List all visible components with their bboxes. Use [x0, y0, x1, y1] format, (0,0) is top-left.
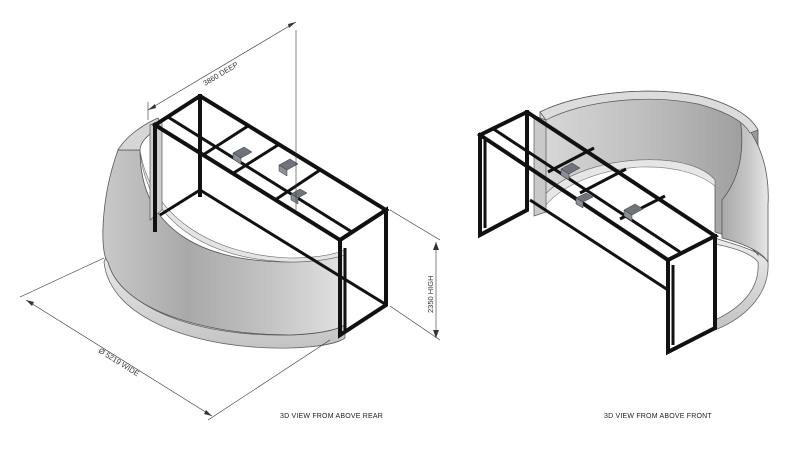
rear-view: 3860 DEEP Ø 5219 WIDE 2350 HIGH 3D VIEW …	[19, 21, 441, 421]
front-view: 3D VIEW FROM ABOVE FRONT	[477, 90, 769, 420]
equipment-box	[623, 209, 633, 222]
front-steel-frame	[477, 109, 719, 356]
front-view-caption: 3D VIEW FROM ABOVE FRONT	[604, 413, 712, 420]
equipment-box	[232, 152, 242, 165]
equipment-box	[278, 164, 288, 177]
height-dimension: 2350 HIGH	[389, 209, 441, 341]
rear-curved-wall	[102, 149, 346, 336]
height-label: 2350 HIGH	[426, 275, 435, 313]
front-curved-wall-outer	[721, 116, 769, 264]
rear-view-caption: 3D VIEW FROM ABOVE REAR	[280, 413, 383, 420]
front-equipment-boxes	[560, 162, 644, 222]
equipment-box	[575, 197, 584, 209]
rear-steel-frame	[152, 93, 390, 339]
depth-label: 3860 DEEP	[201, 60, 239, 88]
front-wall-end-face	[533, 115, 547, 217]
front-wall-top-rim	[539, 90, 759, 134]
front-wall-floor-rim	[539, 159, 716, 207]
width-label: Ø 5219 WIDE	[97, 346, 141, 378]
equipment-box	[560, 168, 570, 181]
rear-equipment-boxes	[232, 146, 308, 205]
